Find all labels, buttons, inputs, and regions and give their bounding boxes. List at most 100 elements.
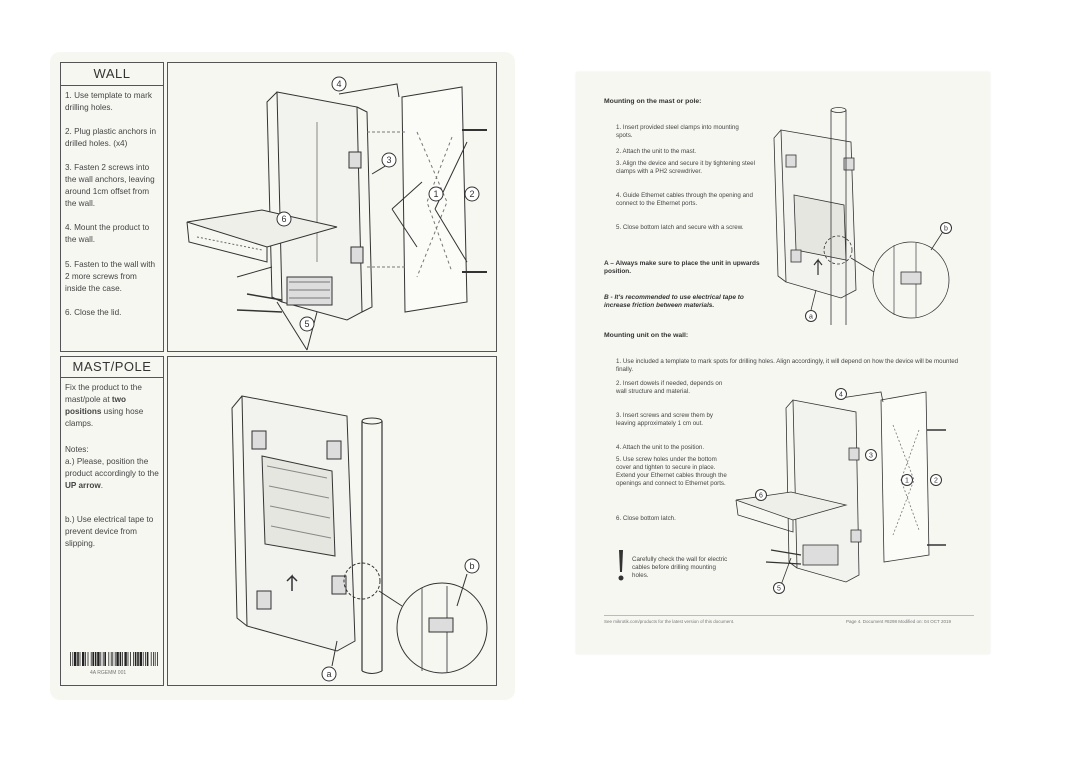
callout-4: 4 [336,79,341,89]
mast-title-box [60,356,164,378]
barcode-bar [124,652,127,666]
wall-step-6: 6. Close the lid. [65,308,122,317]
right-callout-b: b [944,226,948,233]
mast-step-5: 5. Close bottom latch and secure with a … [616,224,744,231]
right-callout-a: a [809,314,813,321]
barcode-bar [92,652,94,666]
callout-5: 5 [304,319,309,329]
wall-step-5-right: 5. Use screw holes under the bottom cove… [616,456,727,487]
barcode-bar [72,652,74,666]
mast-step-3: 3. Align the device and secure it by tig… [616,160,755,175]
barcode-bar [94,652,97,666]
mast-intro-post: using hose clamps. [65,407,144,428]
wall-step-6-right: 6. Close bottom latch. [616,515,676,522]
note-b: b.) Use electrical tape to prevent devic… [65,515,154,548]
barcode-bar [116,652,119,666]
wall-step-2: 2. Plug plastic anchors in drilled holes… [65,127,157,148]
barcode-bar [137,652,139,666]
barcode-bar [79,652,81,666]
barcode [70,652,158,666]
mast-mount-illustration: b a [231,395,488,682]
barcode-bar [104,652,106,666]
barcode-bar [82,652,85,666]
barcode-bar [127,652,129,666]
wall-step-1: 1. Use template to mark drilling holes. [65,91,152,112]
callout-a: a [326,669,331,679]
mast-title: MAST/POLE [72,359,152,374]
barcode-bar [97,652,100,666]
mast-step-2: 2. Attach the unit to the mast. [616,148,697,155]
barcode-bar [142,652,144,666]
wall-illustration-panel [167,62,497,352]
notes-label: Notes: [65,445,89,454]
wall-step-3: 3. Fasten 2 screws into the wall anchors… [65,163,155,208]
warning-icon [618,550,624,581]
left-manual-page: WALL 1. Use template to mark drilling ho… [50,52,515,700]
barcode-bar [90,652,92,666]
callout-1: 1 [433,189,438,199]
right-wall-illustration: 4 3 1 2 6 5 [735,388,946,594]
barcode-bar [134,652,137,666]
footer-left: See mikrotik.com/products for the latest… [604,619,735,624]
note-a-pre: a.) Please, position the product accordi… [65,457,159,478]
wall-step-1-right: 1. Use included a template to mark spots… [616,358,959,373]
callout-6: 6 [281,214,286,224]
footer-rule [604,615,974,616]
barcode-bar [139,652,142,666]
footer-right: Page 4. Document #8298 Modified on: 04 O… [846,619,951,624]
note-b-tape: B - It's recommended to use electrical t… [604,294,744,309]
note-a-post: . [100,481,104,490]
barcode-bar [130,652,131,666]
barcode-bar [102,652,104,666]
barcode-bar [150,652,152,666]
note-a: a.) Please, position the product accordi… [65,456,160,492]
barcode-bar [157,652,158,666]
mast-step-1: 1. Insert provided steel clamps into mou… [616,124,739,139]
wall-step-5: 5. Fasten to the wall with 2 more screws… [65,260,156,293]
barcode-bar [100,652,102,666]
barcode-bar [153,652,154,666]
right-callout-1: 1 [905,478,909,485]
barcode-bar [145,652,146,666]
wall-mount-illustration: 4 3 1 2 6 5 [186,76,487,351]
barcode-bar [87,652,89,666]
mast-illustration-panel [167,356,497,686]
callout-3: 3 [386,155,391,165]
callout-2: 2 [469,189,474,199]
wall-heading: Mounting unit on the wall: [604,332,689,339]
right-mast-illustration: b a [773,107,952,325]
right-callout-5: 5 [777,586,781,593]
barcode-bar [133,652,134,666]
mast-intro-pre: Fix the product to the mast/pole at [65,383,142,404]
barcode-bar [85,652,86,666]
mast-step-4: 4. Guide Ethernet cables through the ope… [616,192,753,207]
wall-step-2-right: 2. Insert dowels if needed, depends on w… [616,380,723,395]
barcode-bar [146,652,149,666]
mast-heading: Mounting on the mast or pole: [604,98,702,105]
right-callout-3: 3 [869,453,873,460]
wall-step-3-right: 3. Insert screws and screw them by leavi… [616,412,713,427]
note-a-bold: UP arrow [65,481,101,490]
barcode-bar [74,652,77,666]
mast-intro-bold: two positions [65,395,126,416]
wall-step-4: 4. Mount the product to the wall. [65,223,150,244]
barcode-text: 4A RGEMM 001 [90,670,127,676]
warning-text: Carefully check the wall for electric ca… [632,556,728,579]
right-callout-2: 2 [934,478,938,485]
barcode-bar [114,652,116,666]
barcode-bar [108,652,110,666]
barcode-bar [154,652,156,666]
barcode-bar [70,652,71,666]
barcode-bar [110,652,112,666]
wall-title: WALL [93,66,131,81]
note-a-upwards: A – Always make sure to place the unit i… [604,260,760,275]
callout-b: b [469,561,474,571]
right-callout-4: 4 [839,392,843,399]
barcode-bar [112,652,114,666]
barcode-bar [77,652,79,666]
right-callout-6: 6 [759,493,763,500]
wall-title-box [60,62,164,86]
mast-intro: Fix the product to the mast/pole at two … [65,382,160,430]
barcode-bar [119,652,122,666]
wall-step-4-right: 4. Attach the unit to the position. [616,444,705,451]
